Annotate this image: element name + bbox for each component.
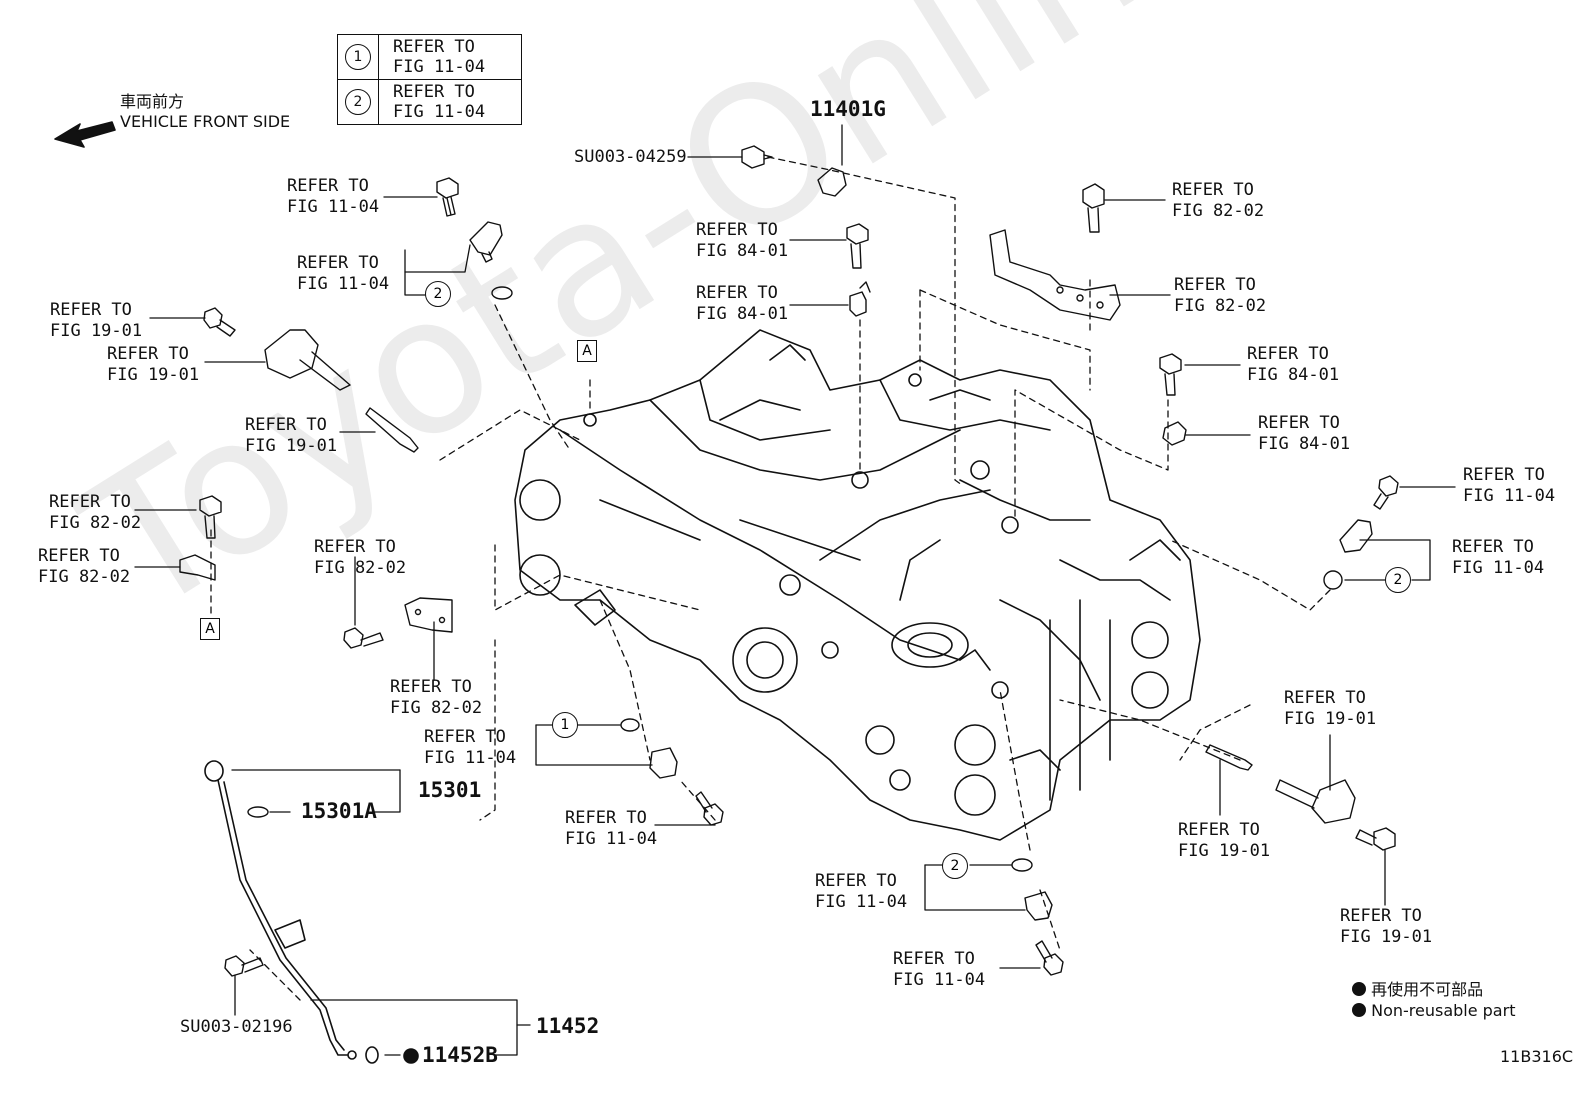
legend-non-reusable-jp: 再使用不可部品 [1352, 976, 1483, 1000]
marker-circle-1: 1 [345, 44, 371, 70]
part-number-11452[interactable]: 11452 [536, 1014, 600, 1038]
marker-box-a: A [200, 618, 220, 640]
part-number-11452B[interactable]: 11452B [422, 1043, 498, 1067]
ref-line1: REFER TO [393, 37, 475, 57]
ref-line2: FIG 11-04 [393, 57, 486, 77]
brackets [179, 229, 1121, 633]
ref-line1: REFER TO [393, 82, 475, 102]
orientation-label-en: VEHICLE FRONT SIDE [120, 112, 291, 131]
sensors [247, 167, 1373, 921]
figure-code: 11B316C [1500, 1047, 1574, 1066]
orientation-label-jp: 車両前方 [120, 92, 185, 111]
part-number-15301[interactable]: 15301 [418, 778, 482, 802]
leader-lines [134, 124, 1456, 1056]
marker-circle-1: 1 [552, 712, 578, 738]
marker-circle-2: 2 [425, 281, 451, 307]
assembly-lines [210, 156, 1331, 1001]
bolts [199, 145, 1399, 977]
part-number-su003-04259[interactable]: SU003-04259 [574, 147, 687, 167]
marker-circle-2: 2 [1385, 567, 1411, 593]
part-number-11401G[interactable]: 11401G [810, 97, 886, 121]
part-number-su003-02196[interactable]: SU003-02196 [180, 1017, 293, 1037]
engine-block [514, 329, 1201, 841]
ref-line2: FIG 11-04 [393, 102, 486, 122]
marker-circle-2: 2 [345, 89, 371, 115]
left-arrow-icon [54, 121, 116, 148]
marker-box-a: A [577, 340, 597, 362]
bullet-dot-icon [1352, 1003, 1366, 1017]
ignition-coils [264, 329, 1356, 824]
marker-circle-2: 2 [942, 853, 968, 879]
part-number-15301A[interactable]: 15301A [301, 799, 377, 823]
oil-level-gauge [204, 760, 419, 1064]
legend-non-reusable-en: Non-reusable part [1352, 1001, 1515, 1020]
bullet-dot-icon [1352, 982, 1366, 996]
